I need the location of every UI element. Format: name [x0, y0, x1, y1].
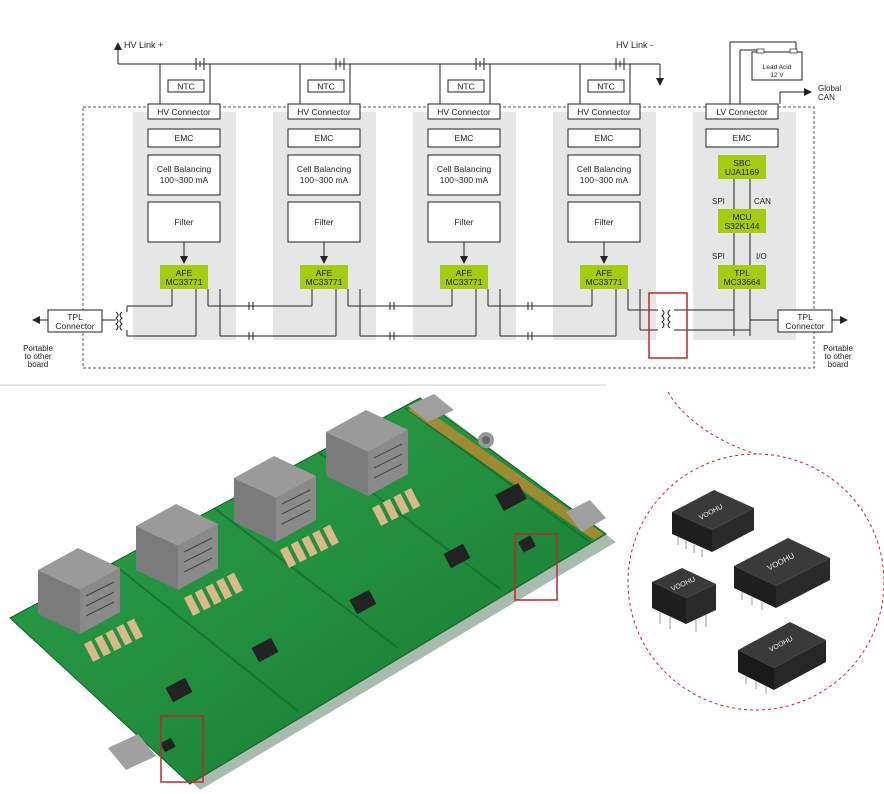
cell-balancing-current: 100~300 mA: [440, 175, 489, 185]
pcb-transformer-highlight-1: [514, 533, 558, 601]
ntc-label: NTC: [177, 82, 194, 92]
hv-link-plus-label: HV Link +: [124, 40, 163, 50]
afe-label: AFE: [176, 268, 193, 278]
portable-right-3: board: [828, 360, 848, 369]
emc-label: EMC: [175, 133, 194, 143]
cell-balancing-label: Cell Balancing: [577, 164, 632, 174]
hv-module-4: NTC HV Connector EMC Cell Balancing 100~…: [567, 64, 641, 289]
tpl-daisy-chain: [32, 289, 848, 340]
zoom-callout: VOOHU VOOHU VOOHU: [627, 391, 884, 711]
chip-4: VOOHU: [738, 622, 826, 694]
can-label: CAN: [754, 197, 771, 206]
tpl-connector-right: [777, 309, 833, 333]
afe-part: MC33771: [446, 277, 483, 287]
tpl-connector-right-label-2: Connector: [785, 321, 824, 331]
hv-link-bus: [114, 42, 664, 86]
pcb-transformer-highlight-2: [160, 715, 204, 783]
afe-part: MC33771: [586, 277, 623, 287]
chip-2: VOOHU: [734, 538, 830, 610]
afe-label: AFE: [456, 268, 473, 278]
tpl-connector-left: [47, 309, 103, 333]
battery-symbols: [195, 58, 625, 70]
hv-connector-label: HV Connector: [297, 107, 351, 117]
tpl-connector-right-label: TPL: [797, 312, 813, 322]
tpl-label: TPL: [734, 268, 750, 278]
afe-label: AFE: [316, 268, 333, 278]
spi-label-1: SPI: [712, 197, 725, 206]
io-label: I/O: [756, 252, 767, 261]
sbc-part: UJA1169: [725, 167, 760, 177]
ntc-label: NTC: [457, 82, 474, 92]
mcu-part: S32K144: [725, 221, 760, 231]
resistor-pads: [84, 488, 421, 662]
emc-label: EMC: [455, 133, 474, 143]
lead-acid-battery: [751, 51, 803, 81]
hv-connector-label: HV Connector: [157, 107, 211, 117]
pcb-ics: [160, 482, 536, 753]
afe-label: AFE: [596, 268, 613, 278]
transformer-chips: VOOHU VOOHU VOOHU: [652, 490, 830, 694]
hv-module-2: NTC HV Connector EMC Cell Balancing 100~…: [287, 64, 361, 289]
portable-left-1: Portable: [23, 344, 53, 353]
emc-label: EMC: [595, 133, 614, 143]
cell-balancing-label: Cell Balancing: [157, 164, 212, 174]
block-diagram: HV Link + HV Link - NTC HV Connector EMC…: [23, 40, 853, 369]
hv-module-3: NTC HV Connector EMC Cell Balancing 100~…: [427, 64, 501, 289]
lv-connector-label: LV Connector: [716, 107, 768, 117]
global-can-label-2: CAN: [818, 93, 835, 102]
pcb-photo: [9, 394, 616, 790]
cell-balancing-current: 100~300 mA: [580, 175, 629, 185]
emc-label: EMC: [315, 133, 334, 143]
hv-module-1: NTC HV Connector EMC Cell Balancing 100~…: [147, 64, 221, 289]
filter-label: Filter: [175, 217, 194, 227]
portable-right-2: to other: [824, 352, 851, 361]
ntc-label: NTC: [317, 82, 334, 92]
cell-balancing-label: Cell Balancing: [297, 164, 352, 174]
lv-module: Lead Acid 12 V Global CAN LV Connector E…: [705, 41, 841, 336]
filter-label: Filter: [455, 217, 474, 227]
spi-label-2: SPI: [712, 252, 725, 261]
chip-1: VOOHU: [672, 490, 754, 557]
tpl-connector-left-label-2: Connector: [55, 321, 94, 331]
mcu-label: MCU: [732, 212, 751, 222]
portable-right-1: Portable: [823, 344, 853, 353]
cell-balancing-current: 100~300 mA: [300, 175, 349, 185]
chip-3: VOOHU: [652, 568, 716, 632]
lv-emc-label: EMC: [733, 133, 752, 143]
filter-label: Filter: [595, 217, 614, 227]
cell-balancing-current: 100~300 mA: [160, 175, 209, 185]
tpl-connector-left-label: TPL: [67, 312, 83, 322]
hv-link-minus-label: HV Link -: [616, 40, 653, 50]
sbc-label: SBC: [733, 158, 750, 168]
transformer-highlight: [648, 292, 688, 359]
hv-connectors: [38, 394, 606, 770]
lead-acid-voltage: 12 V: [770, 72, 784, 79]
tpl-part: MC33664: [724, 277, 761, 287]
afe-part: MC33771: [166, 277, 203, 287]
global-can-label: Global: [818, 84, 841, 93]
portable-left-3: board: [28, 360, 48, 369]
lead-acid-label: Lead Acid: [763, 64, 792, 71]
afe-part: MC33771: [306, 277, 343, 287]
hv-connector-label: HV Connector: [437, 107, 491, 117]
portable-left-2: to other: [24, 352, 51, 361]
hv-connector-label: HV Connector: [577, 107, 631, 117]
cell-balancing-label: Cell Balancing: [437, 164, 492, 174]
ntc-label: NTC: [597, 82, 614, 92]
filter-label: Filter: [315, 217, 334, 227]
